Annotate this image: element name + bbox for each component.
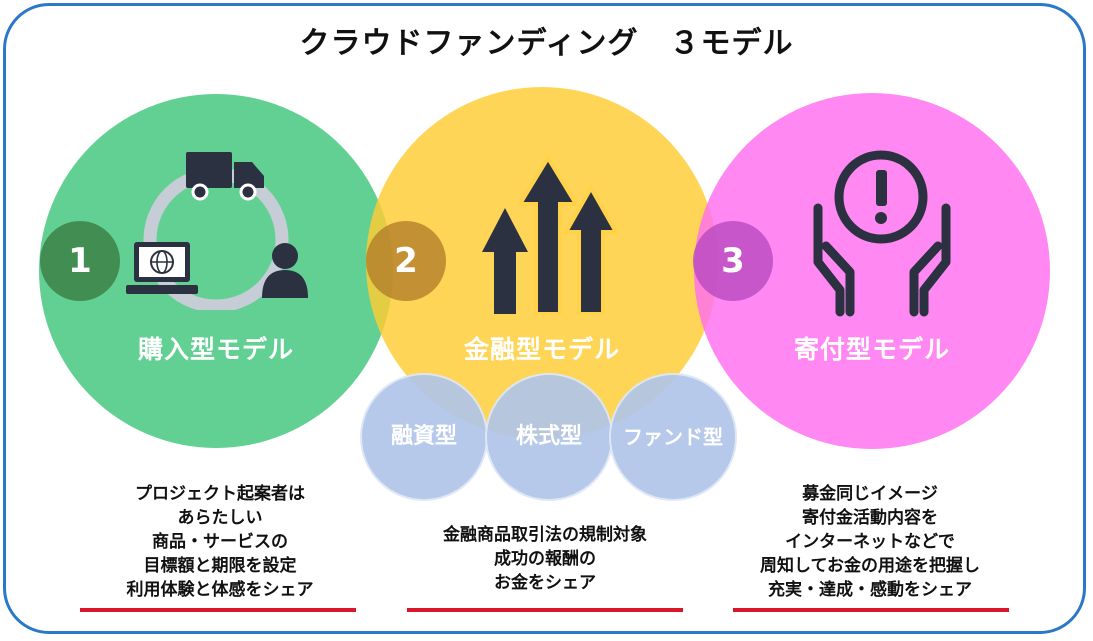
description-line: 商品・サービスの	[152, 532, 288, 552]
description-line: お金をシェア	[494, 573, 596, 593]
subtype-equity-label: 株式型	[515, 424, 582, 449]
delivery-cycle-icon	[126, 152, 308, 310]
model-3-description: 募金同じイメージ 寄付金活動内容を インターネットなどで 周知してお金の用途を把…	[720, 482, 1020, 602]
description-line: あらたしい	[177, 508, 263, 528]
diagram-title: クラウドファンディング ３モデル	[299, 26, 794, 61]
model-2-description: 金融商品取引法の規制対象 成功の報酬の お金をシェア	[395, 523, 695, 595]
model-2-number: 2	[366, 221, 446, 301]
model-2-underline	[407, 608, 683, 612]
subtype-loan-circle: 融資型	[360, 373, 488, 501]
model-1-number: 1	[40, 221, 120, 301]
description-line: 目標額と期限を設定	[143, 556, 297, 576]
description-line: 利用体験と体感をシェア	[126, 580, 314, 600]
model-3-underline	[733, 608, 1009, 612]
description-line: 周知してお金の用途を把握し	[760, 556, 980, 576]
model-1-underline	[80, 608, 356, 612]
description-line: 充実・達成・感動をシェア	[768, 580, 972, 600]
model-2-label: 金融型モデル	[463, 335, 620, 364]
subtype-fund-circle: ファンド型	[609, 373, 737, 501]
model-1-description: プロジェクト起案者は あらたしい 商品・サービスの 目標額と期限を設定 利用体験…	[70, 482, 370, 602]
model-3-number: 3	[693, 221, 773, 301]
description-line: 募金同じイメージ	[802, 484, 938, 504]
description-line: プロジェクト起案者は	[135, 484, 305, 504]
description-line: 成功の報酬の	[494, 549, 596, 569]
subtype-loan-label: 融資型	[390, 424, 457, 449]
description-line: インターネットなどで	[785, 532, 955, 552]
model-1-label: 購入型モデル	[137, 335, 294, 364]
subtype-equity-circle: 株式型	[485, 373, 613, 501]
description-line: 金融商品取引法の規制対象	[443, 525, 647, 545]
growth-arrows-icon	[482, 154, 618, 314]
model-3-label: 寄付型モデル	[793, 335, 950, 364]
description-line: 寄付金活動内容を	[802, 508, 938, 528]
subtype-fund-label: ファンド型	[623, 425, 723, 449]
hands-exclamation-icon	[813, 150, 951, 317]
